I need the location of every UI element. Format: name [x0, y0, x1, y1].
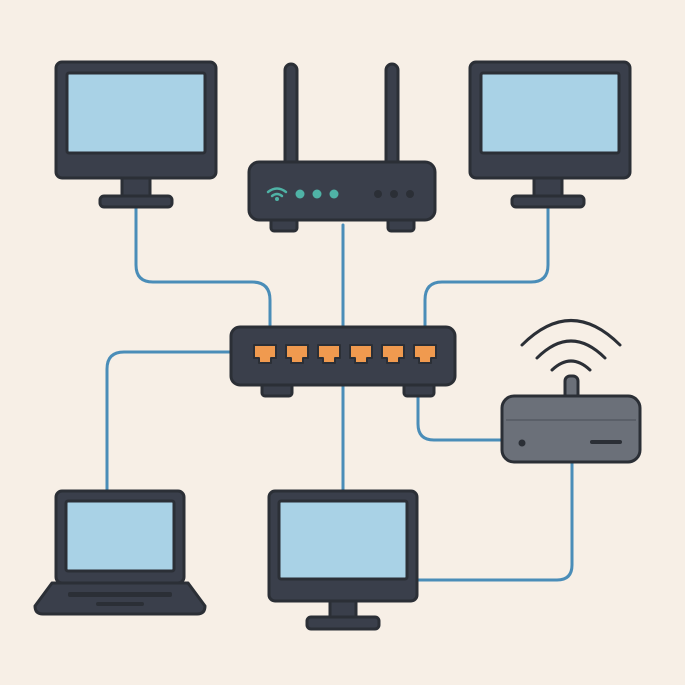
access-point-icon — [500, 394, 642, 464]
monitor-stand — [305, 615, 381, 631]
status-led — [312, 189, 322, 199]
monitor-stand — [510, 194, 586, 209]
wifi-indicator-icon — [266, 187, 288, 198]
router-antenna-right — [384, 62, 400, 170]
monitor-neck — [120, 176, 152, 198]
laptop-touchpad — [96, 602, 144, 606]
ethernet-port-4 — [349, 344, 373, 364]
laptop-screen — [64, 499, 176, 573]
ethernet-port-5 — [381, 344, 405, 364]
laptop-keyboard — [68, 592, 172, 597]
router-port-dot — [406, 190, 414, 198]
switch-ports — [253, 344, 437, 364]
cable-desktop-top-right-switch — [423, 203, 550, 330]
monitor-neck — [532, 176, 564, 198]
switch — [229, 325, 457, 398]
switch-icon — [229, 325, 457, 387]
desktop-top-left — [54, 60, 218, 209]
ethernet-port-2 — [285, 344, 309, 364]
router-icon — [247, 160, 437, 222]
desktop-top-right — [468, 60, 632, 209]
status-led — [295, 189, 305, 199]
monitor-screen — [479, 71, 621, 155]
desktop-bottom — [267, 489, 419, 631]
access-point — [500, 319, 642, 464]
ethernet-port-1 — [253, 344, 277, 364]
monitor-screen — [65, 71, 207, 155]
monitor-stand — [98, 194, 174, 209]
status-led — [329, 189, 339, 199]
router — [247, 62, 437, 233]
laptop — [33, 489, 207, 616]
ethernet-port-3 — [317, 344, 341, 364]
access-point-slot — [590, 440, 622, 444]
cable-laptop-switch — [105, 350, 234, 495]
router-antenna-left — [283, 62, 299, 170]
cables — [105, 203, 574, 582]
wireless-signal-icon — [520, 319, 622, 372]
cable-access-point-desktop-bottom — [415, 460, 574, 582]
cable-access-point-switch — [416, 386, 505, 442]
wifi-indicator-dot — [275, 197, 279, 201]
monitor-screen — [277, 499, 409, 581]
cable-desktop-top-left-switch — [134, 203, 272, 330]
laptop-icon — [33, 581, 207, 616]
ethernet-port-6 — [413, 344, 437, 364]
access-point-led — [518, 439, 526, 447]
router-port-dot — [390, 190, 398, 198]
router-port-dot — [374, 190, 382, 198]
